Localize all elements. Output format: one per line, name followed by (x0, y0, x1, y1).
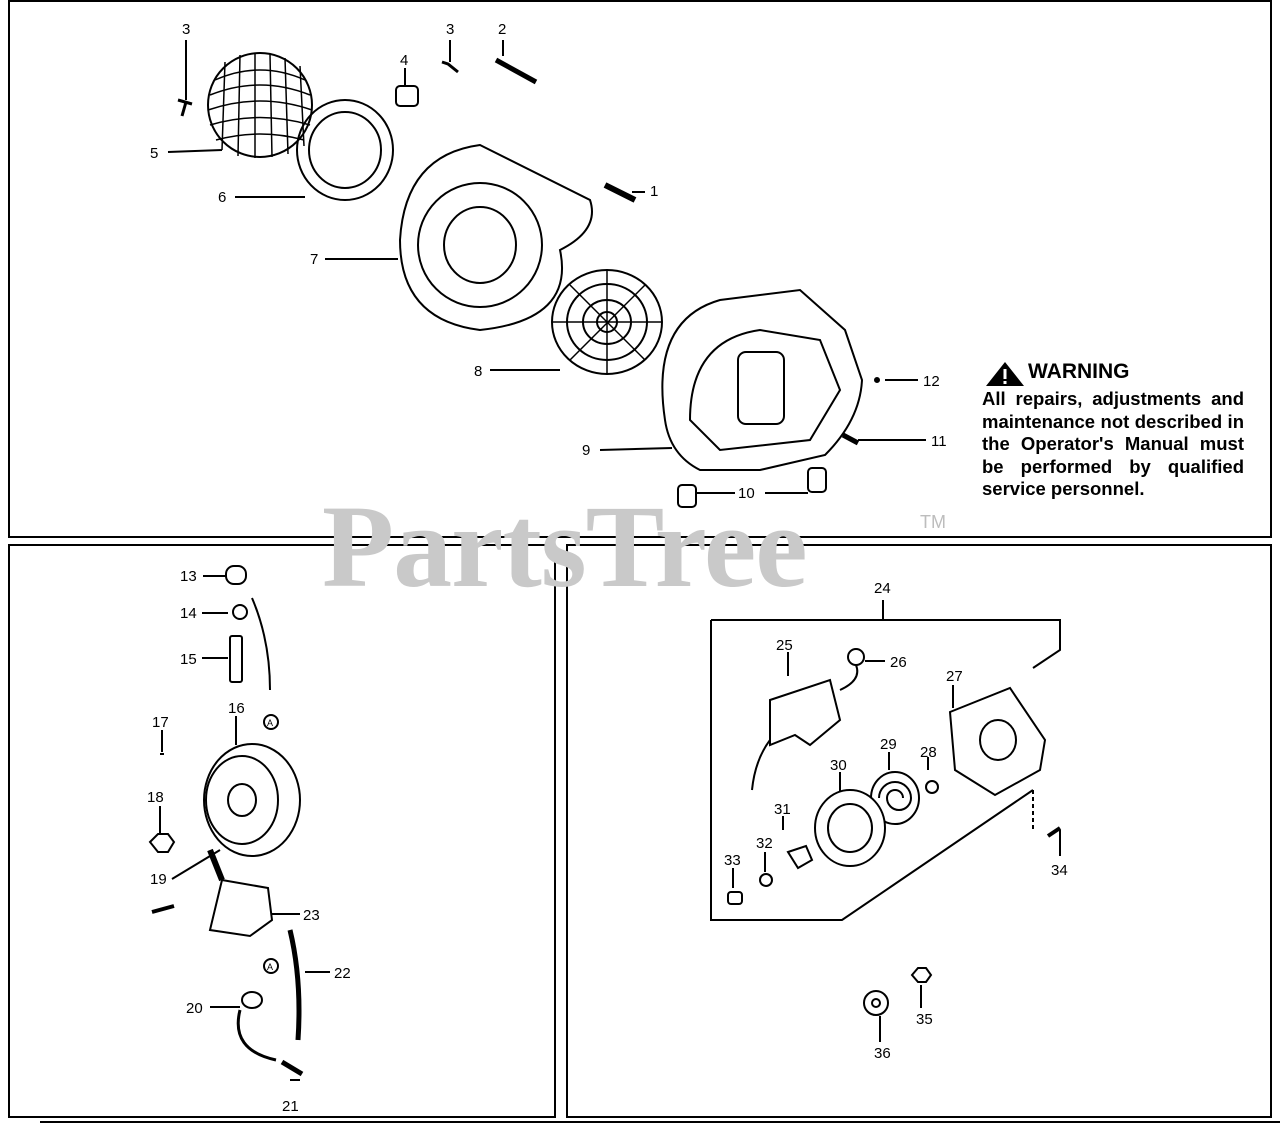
starter-panel (566, 544, 1272, 1118)
warning-title-row: WARNING (982, 360, 1244, 384)
warning-triangle-icon (986, 362, 1024, 386)
callout-17[interactable]: 17 (152, 714, 169, 731)
callout-22[interactable]: 22 (334, 965, 351, 982)
blower-housing-panel (8, 0, 1272, 538)
callout-19[interactable]: 19 (150, 871, 167, 888)
reference-marker-a2: A (267, 962, 274, 972)
callout-7[interactable]: 7 (310, 251, 319, 268)
callout-3b[interactable]: 3 (446, 21, 455, 38)
leader-line-5 (167, 149, 223, 153)
callout-5[interactable]: 5 (150, 145, 159, 162)
callout-10[interactable]: 10 (738, 485, 755, 502)
callout-18[interactable]: 18 (147, 789, 164, 806)
callout-35[interactable]: 35 (916, 1011, 933, 1028)
callout-33[interactable]: 33 (724, 852, 741, 869)
callout-26[interactable]: 26 (890, 654, 907, 671)
callout-15[interactable]: 15 (180, 651, 197, 668)
footer-rule (40, 1121, 1280, 1123)
reference-marker-a1-circle (263, 714, 279, 730)
warning-title: WARNING (1028, 360, 1130, 383)
callout-27[interactable]: 27 (946, 668, 963, 685)
callout-30[interactable]: 30 (830, 757, 847, 774)
callout-31[interactable]: 31 (774, 801, 791, 818)
callout-25[interactable]: 25 (776, 637, 793, 654)
reference-marker-a2-circle (263, 958, 279, 974)
callout-9[interactable]: 9 (582, 442, 591, 459)
leader-line-9 (599, 447, 673, 451)
callout-4[interactable]: 4 (400, 52, 409, 69)
warning-notice: WARNING All repairs, adjustments and mai… (982, 360, 1244, 501)
callout-3a[interactable]: 3 (182, 21, 191, 38)
callout-1[interactable]: 1 (650, 183, 659, 200)
callout-34[interactable]: 34 (1051, 862, 1068, 879)
callout-28[interactable]: 28 (920, 744, 937, 761)
callout-29[interactable]: 29 (880, 736, 897, 753)
group-bracket-24 (711, 619, 1061, 669)
callout-12[interactable]: 12 (923, 373, 940, 390)
ignition-fuel-panel (8, 544, 556, 1118)
callout-6[interactable]: 6 (218, 189, 227, 206)
callout-32[interactable]: 32 (756, 835, 773, 852)
callout-36[interactable]: 36 (874, 1045, 891, 1062)
callout-20[interactable]: 20 (186, 1000, 203, 1017)
callout-8[interactable]: 8 (474, 363, 483, 380)
callout-24[interactable]: 24 (874, 580, 891, 597)
callout-23[interactable]: 23 (303, 907, 320, 924)
reference-marker-a1: A (267, 718, 274, 728)
warning-text: All repairs, adjustments and maintenance… (982, 388, 1244, 499)
callout-14[interactable]: 14 (180, 605, 197, 622)
callout-13[interactable]: 13 (180, 568, 197, 585)
watermark-trademark: TM (920, 512, 946, 532)
callout-21[interactable]: 21 (282, 1098, 299, 1115)
watermark: PartsTree (322, 481, 808, 612)
callout-2[interactable]: 2 (498, 21, 507, 38)
callout-11[interactable]: 11 (931, 433, 947, 450)
callout-16[interactable]: 16 (228, 700, 245, 717)
